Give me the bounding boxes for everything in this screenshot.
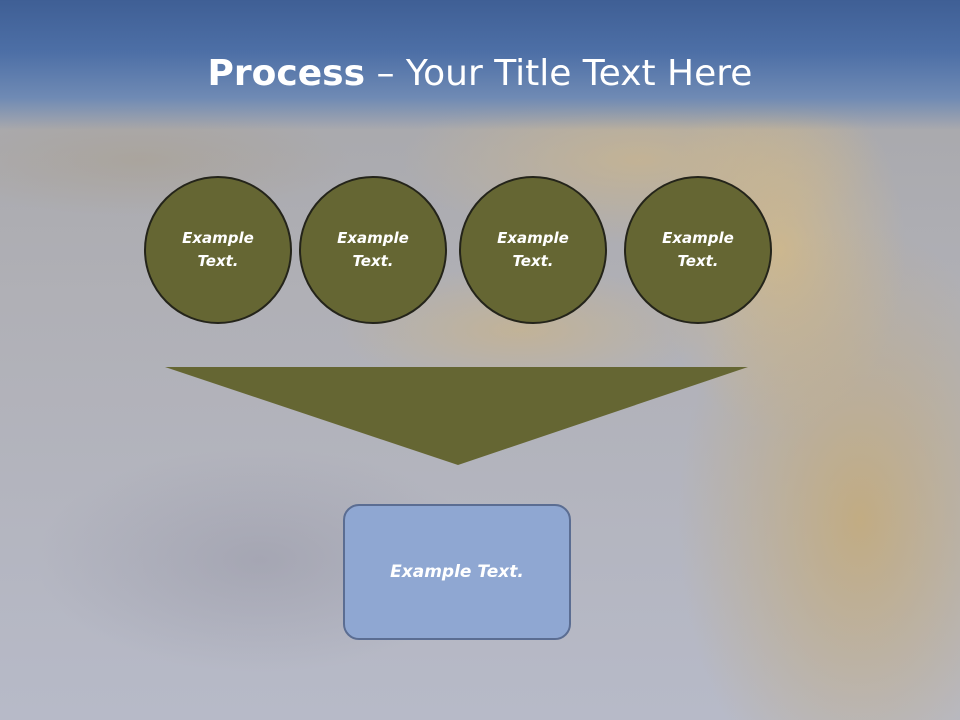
result-box-text: Example Text. — [390, 562, 524, 582]
circle-2-line2: Text. — [352, 252, 394, 270]
slide-title[interactable]: Process – Your Title Text Here — [0, 50, 960, 98]
result-box[interactable]: Example Text. — [343, 504, 571, 640]
circle-4-line2: Text. — [677, 252, 719, 270]
circle-3-line1: Example — [497, 229, 569, 247]
circle-1-line2: Text. — [197, 252, 239, 270]
sky-background — [0, 0, 960, 130]
circle-1-line1: Example — [182, 229, 254, 247]
funnel-shape — [165, 367, 748, 465]
circle-4-line1: Example — [662, 229, 734, 247]
title-bold: Process — [207, 53, 366, 94]
title-rest: – Your Title Text Here — [365, 53, 753, 94]
circle-3-line2: Text. — [512, 252, 554, 270]
funnel-triangle[interactable] — [165, 367, 748, 467]
circle-2-line1: Example — [337, 229, 409, 247]
